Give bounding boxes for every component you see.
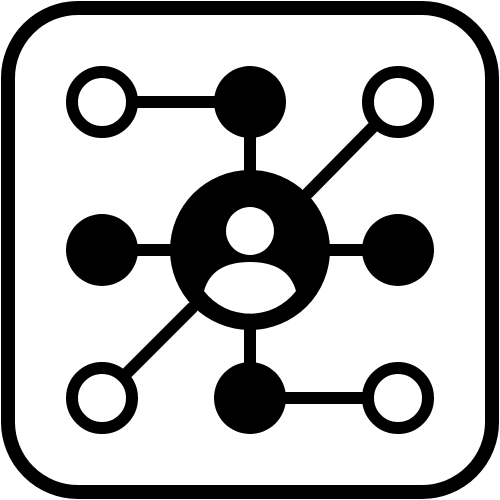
user-avatar-icon: [204, 207, 296, 314]
node-bottom-right-hollow: [362, 362, 434, 434]
line-bottom-left: [122, 302, 198, 378]
node-top-left-hollow: [66, 66, 138, 138]
node-bottom-filled: [214, 362, 286, 434]
node-bottom-left-hollow: [66, 362, 138, 434]
node-right-filled: [362, 214, 434, 286]
node-top-filled: [214, 66, 286, 138]
node-top-right-hollow: [362, 66, 434, 138]
avatar-head: [226, 207, 274, 255]
line-top-right: [302, 122, 378, 199]
avatar-body: [204, 262, 296, 314]
node-left-filled: [66, 214, 138, 286]
connector-lines: [122, 96, 378, 404]
